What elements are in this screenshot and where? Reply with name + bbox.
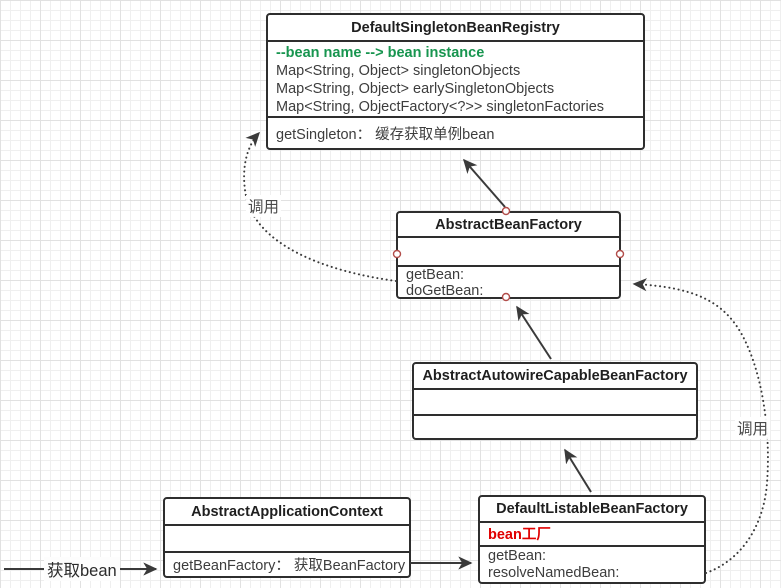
method-line: doGetBean: [406, 282, 484, 297]
connection-point-left[interactable] [392, 249, 402, 259]
class-title: DefaultSingletonBeanRegistry [351, 19, 560, 36]
arrow-defaultlistable-to-autowirecapable[interactable] [564, 448, 592, 493]
class-default-singleton-bean-registry[interactable]: DefaultSingletonBeanRegistry --bean name… [266, 13, 645, 150]
edge-label-call-left[interactable]: 调用 [246, 195, 282, 217]
class-fields-section [414, 388, 696, 414]
connection-point-bottom[interactable] [501, 292, 511, 302]
method-line: resolveNamedBean: [488, 565, 620, 582]
method-line: getBeanFactory： 获取BeanFactory [173, 558, 406, 574]
field-line: Map<String, ObjectFactory<?>> singletonF… [276, 99, 605, 115]
method-line: getBean: [488, 547, 547, 564]
class-methods-section: getBean: resolveNamedBean: [480, 544, 704, 582]
field-note-red: bean工厂 [488, 527, 551, 544]
class-abstract-autowire-capable-bean-factory[interactable]: AbstractAutowireCapableBeanFactory [412, 362, 698, 440]
class-methods-section: getBean: doGetBean: [398, 265, 619, 297]
call-edge-abstractbeanfactory-to-registry[interactable] [243, 131, 397, 282]
class-default-listable-bean-factory[interactable]: DefaultListableBeanFactory bean工厂 getBea… [478, 495, 706, 584]
class-fields-section: --bean name --> bean instance Map<String… [268, 40, 643, 116]
class-title: DefaultListableBeanFactory [496, 501, 688, 517]
edge-label-get-bean[interactable]: 获取bean [44, 557, 120, 581]
class-methods-section: getSingleton： 缓存获取单例bean [268, 116, 643, 148]
arrow-abstractbeanfactory-to-registry[interactable] [463, 158, 506, 208]
connection-point-right[interactable] [615, 249, 625, 259]
field-line: Map<String, Object> earlySingletonObject… [276, 81, 555, 97]
class-methods-section: getBeanFactory： 获取BeanFactory [165, 551, 409, 576]
edge-label-call-right[interactable]: 调用 [735, 417, 771, 439]
class-fields-section: bean工厂 [480, 521, 704, 545]
class-title: AbstractAutowireCapableBeanFactory [422, 368, 688, 384]
class-fields-section [165, 524, 409, 551]
method-line: getSingleton： 缓存获取单例bean [276, 126, 495, 143]
class-title: AbstractBeanFactory [435, 216, 582, 233]
connection-point-top[interactable] [501, 206, 511, 216]
method-line: getBean: [406, 267, 465, 284]
class-abstract-bean-factory[interactable]: AbstractBeanFactory getBean: doGetBean: [396, 211, 621, 299]
arrow-autowirecapable-to-abstractbeanfactory[interactable] [516, 305, 552, 360]
field-line: Map<String, Object> singletonObjects [276, 63, 521, 79]
class-title: AbstractApplicationContext [191, 503, 383, 520]
class-abstract-application-context[interactable]: AbstractApplicationContext getBeanFactor… [163, 497, 411, 578]
class-methods-section [414, 414, 696, 438]
class-fields-section [398, 236, 619, 265]
field-note: --bean name --> bean instance [276, 45, 485, 61]
